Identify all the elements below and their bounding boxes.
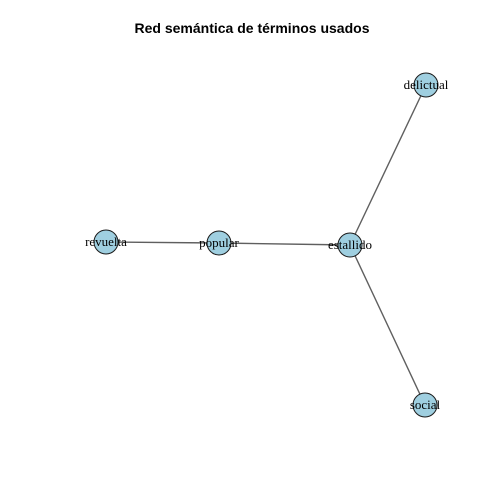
node-revuelta <box>93 229 119 255</box>
edge-estallido-social <box>349 244 426 406</box>
edge-revuelta-popular <box>105 241 220 244</box>
edge-estallido-delictual <box>349 84 427 246</box>
node-label-popular: popular <box>199 235 239 250</box>
node-label-revuelta: revuelta <box>85 234 127 249</box>
node-label-delictual: delictual <box>404 77 449 92</box>
node-social <box>412 392 438 418</box>
node-estallido <box>337 232 363 258</box>
node-label-estallido: estallido <box>328 237 372 252</box>
node-delictual <box>413 72 439 98</box>
node-label-social: social <box>410 397 441 412</box>
node-layer: delictual revuelta popular estallido social <box>85 72 449 418</box>
edge-popular-estallido <box>218 242 351 246</box>
node-popular <box>206 230 232 256</box>
chart-title: Red semántica de términos usados <box>134 20 370 36</box>
edge-layer <box>105 84 427 406</box>
